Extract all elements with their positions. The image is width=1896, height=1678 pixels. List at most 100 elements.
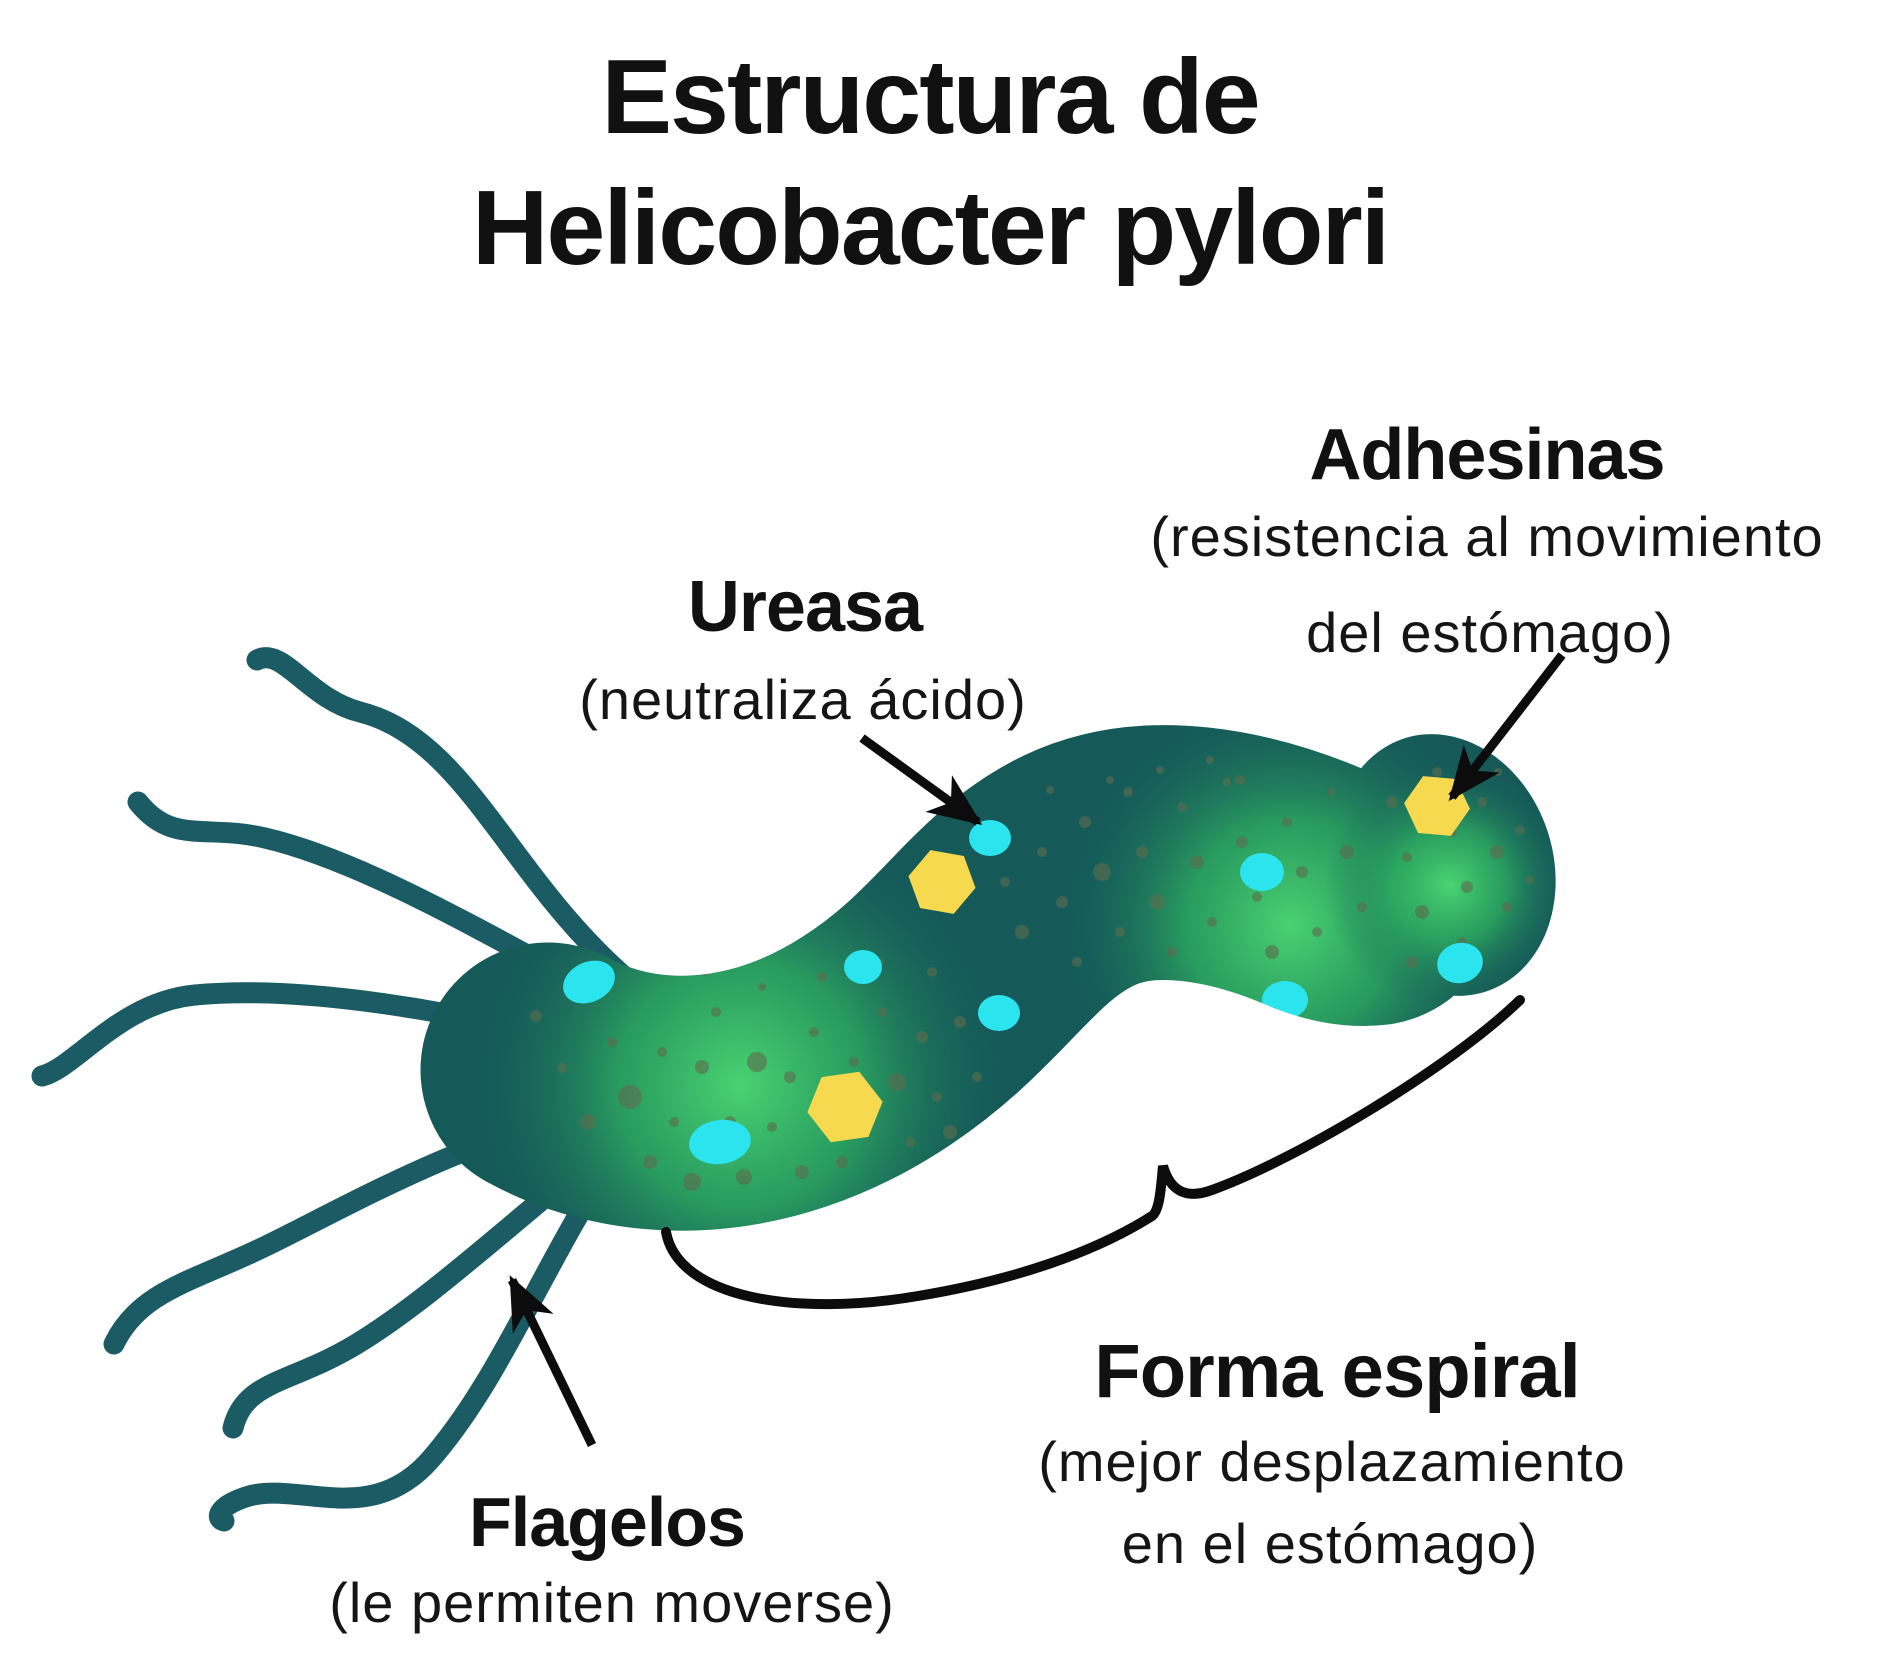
granule-dot [700, 968, 708, 976]
granule-dot [1093, 863, 1111, 881]
yellow-hexagon [807, 1071, 883, 1143]
annotation-group [507, 652, 1566, 1447]
label-forma-espiral-title: Forma espiral [1094, 1329, 1580, 1414]
cyan-vesicle [1437, 942, 1483, 984]
label-adhesinas-desc1: (resistencia al movimiento [1150, 505, 1824, 568]
granule-dot [695, 1060, 709, 1074]
granule-dot [1312, 927, 1322, 937]
granule-dot [836, 1156, 848, 1168]
granule-dot [1328, 788, 1336, 796]
adhesinas-arrow [1448, 652, 1566, 802]
granule-dot [1402, 852, 1412, 862]
granule-dot [849, 1057, 859, 1067]
granule-dot [1502, 902, 1512, 912]
granule-dot [618, 1085, 642, 1109]
granule-dot [1177, 802, 1187, 812]
granule-dot [927, 967, 937, 977]
granule-dot [916, 1031, 928, 1043]
granule-dot [607, 1037, 617, 1047]
granule-dot [1236, 836, 1248, 848]
granule-dot [669, 1117, 679, 1127]
page-title-line1: Estructura de [601, 38, 1260, 156]
cyan-vesicle [969, 820, 1011, 856]
granule-dot [1282, 817, 1292, 827]
granule-dot [932, 1092, 942, 1102]
forma-espiral-brace [661, 995, 1525, 1310]
granule-dot [1477, 797, 1487, 807]
granule-dot [809, 1027, 819, 1037]
granule-dot [580, 1114, 596, 1130]
granule-dot [1136, 846, 1148, 858]
granule-dot [1235, 775, 1245, 785]
label-forma-espiral-desc1: (mejor desplazamiento [1038, 1430, 1626, 1493]
granule-dot [1490, 845, 1504, 859]
granule-dot [1015, 925, 1029, 939]
granule-dot [1037, 847, 1047, 857]
granule-dot [530, 1010, 542, 1022]
label-adhesinas-title: Adhesinas [1309, 415, 1665, 495]
granule-dot [1526, 876, 1534, 884]
cytoplasm-glow [1325, 760, 1575, 1010]
granule-dot [683, 1173, 701, 1191]
granule-dot [1515, 825, 1525, 835]
label-flagelos-title: Flagelos [469, 1483, 746, 1561]
cyan-vesicle [1240, 853, 1284, 891]
granule-dot [1149, 894, 1165, 910]
granule-dot [888, 1073, 906, 1091]
granule-dot [1461, 881, 1473, 893]
cyan-vesicle [844, 950, 882, 984]
granule-dot [711, 1007, 721, 1017]
granule-dot [657, 1047, 667, 1057]
page-title-line2: Helicobacter pylori [471, 169, 1390, 287]
label-flagelos-desc1: (le permiten moverse) [329, 1571, 895, 1634]
label-adhesinas-desc2: del estómago) [1306, 601, 1674, 664]
granule-dot [1079, 816, 1091, 828]
granule-dot [784, 1071, 796, 1083]
cyan-vesicle [978, 995, 1020, 1031]
granule-dot [643, 1155, 657, 1169]
granule-dot [1432, 767, 1442, 777]
granule-dot [1123, 787, 1133, 797]
granule-dot [557, 1063, 567, 1073]
granule-dot [1357, 902, 1367, 912]
granule-dot [1340, 845, 1354, 859]
granule-dot [795, 1165, 809, 1179]
granule-dot [747, 1052, 767, 1072]
granule-dot [954, 1016, 966, 1028]
cyan-vesicle [563, 960, 615, 1004]
granule-dot [943, 1125, 957, 1139]
granule-dot [1072, 957, 1082, 967]
granule-dot [758, 983, 766, 991]
granule-dot [817, 972, 827, 982]
granule-dot [1386, 796, 1398, 808]
granule-dot [905, 1137, 915, 1147]
cyan-vesicle [1262, 981, 1308, 1019]
granule-dot [1115, 927, 1125, 937]
cyan-vesicle [689, 1119, 751, 1165]
granule-dot [877, 1007, 887, 1017]
granule-dot [1046, 786, 1054, 794]
granule-dot [1106, 776, 1114, 784]
granule-dot [1223, 778, 1231, 786]
granule-dot [1406, 956, 1418, 968]
granule-dot [1000, 877, 1010, 887]
granule-dot [1190, 855, 1204, 869]
granule-dot [1494, 768, 1502, 776]
granule-dot [1206, 756, 1214, 764]
granule-dot [1207, 917, 1217, 927]
granule-dot [1415, 905, 1429, 919]
granule-dot [972, 1072, 982, 1082]
label-ureasa-desc1: (neutraliza ácido) [579, 668, 1027, 731]
ureasa-arrow [859, 734, 983, 826]
granule-dot [1265, 945, 1279, 959]
granule-dot [1167, 947, 1177, 957]
granule-dot [1056, 896, 1068, 908]
granule-dot [1296, 866, 1308, 878]
cytoplasm-glow [465, 810, 1015, 1360]
granule-dot [1156, 766, 1164, 774]
label-forma-espiral-desc2: en el estómago) [1121, 1512, 1539, 1575]
